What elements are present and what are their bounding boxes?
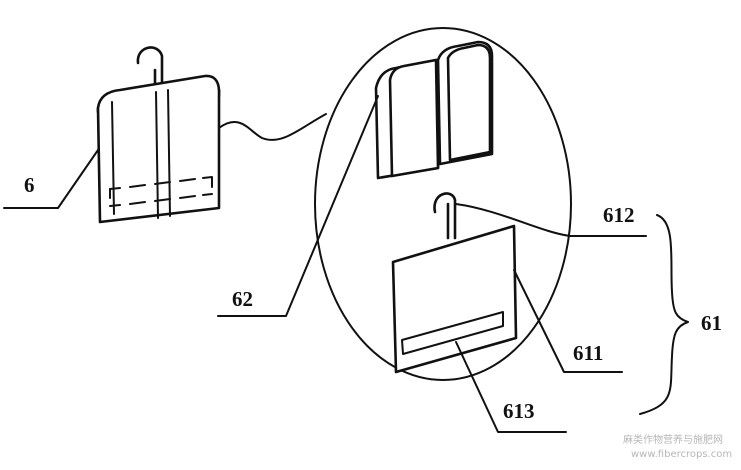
panel-right-front — [446, 43, 492, 162]
label-613: 613 — [503, 399, 535, 423]
label-62: 62 — [232, 287, 253, 311]
label-6: 6 — [24, 173, 35, 197]
magnified-view-ellipse — [314, 27, 572, 381]
panel-left-front — [388, 58, 440, 178]
assembly-divider-a — [155, 91, 159, 219]
label-612: 612 — [603, 203, 635, 227]
watermark-line2: www.fibercrops.com — [631, 449, 732, 460]
assembly-slot-dashed-bottom — [109, 188, 213, 207]
assembly-6-drawing — [96, 46, 221, 224]
label-611: 611 — [573, 341, 603, 365]
folding-panels-62-drawing — [374, 40, 494, 180]
leader-6 — [3, 149, 99, 209]
watermark-line1: 麻类作物营养与施肥网 — [623, 433, 723, 446]
assembly-slot-dashed-top — [109, 176, 213, 190]
brace-61 — [639, 214, 689, 415]
panel-slot-613 — [401, 311, 504, 355]
panel-hook-612-icon — [433, 192, 457, 240]
assembly-inner-edge — [111, 101, 115, 215]
assembly-hook-icon — [136, 46, 164, 94]
assembly-divider-b — [167, 89, 171, 217]
leader-611 — [513, 269, 623, 373]
assembly-body — [96, 88, 221, 224]
leader-613 — [455, 341, 567, 433]
leader-62 — [217, 95, 379, 317]
label-61: 61 — [701, 311, 722, 335]
leader-612 — [455, 203, 647, 237]
hanging-panel-611-drawing — [391, 192, 518, 374]
magnify-connector — [218, 113, 327, 141]
